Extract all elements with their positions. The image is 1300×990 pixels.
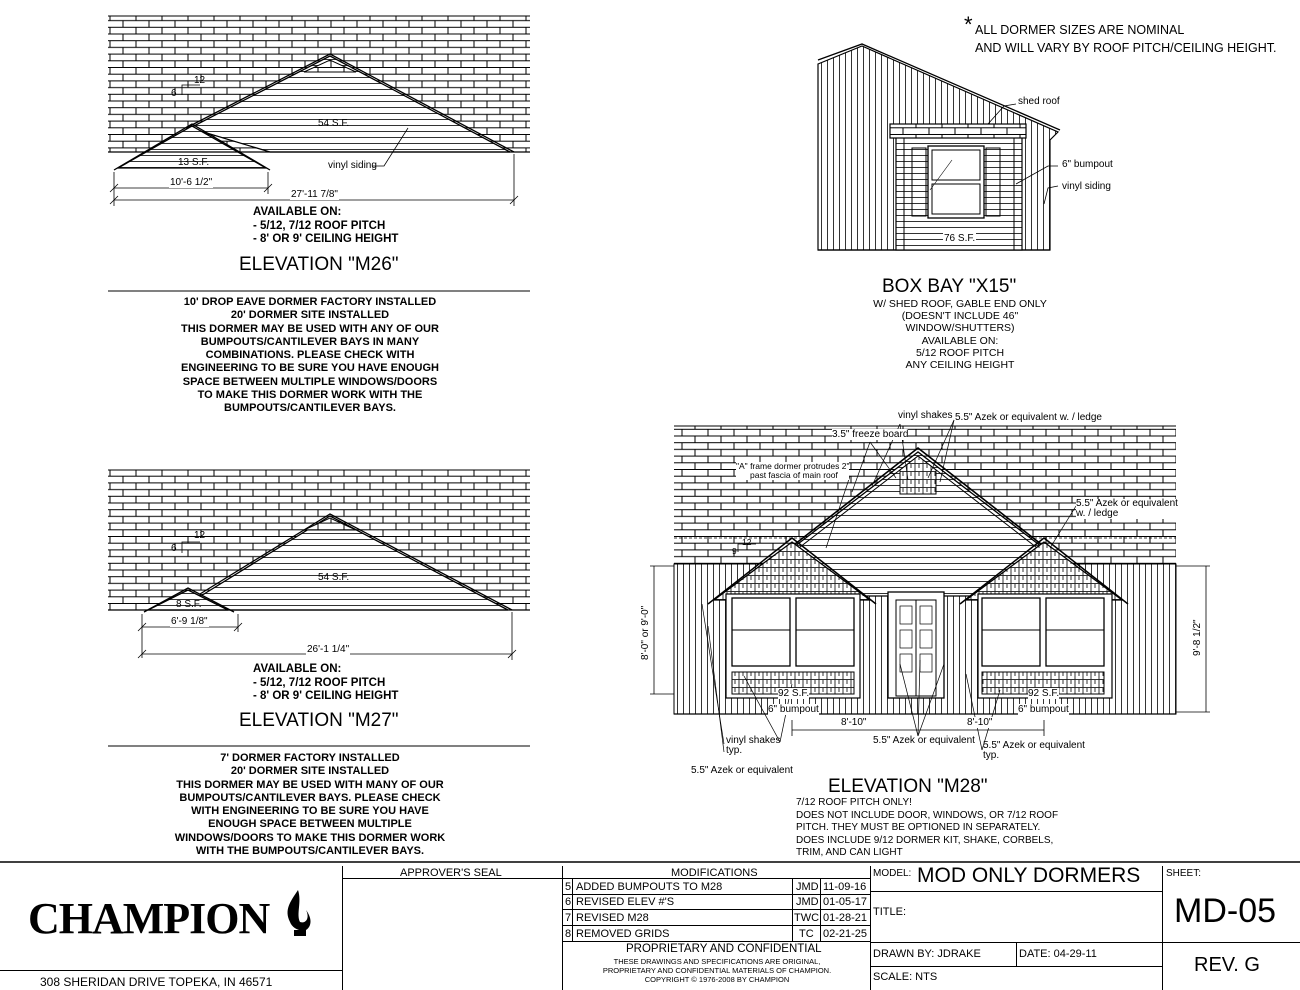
m27-pitch-run: 12	[194, 530, 206, 541]
nominal-note: ALL DORMER SIZES ARE NOMINAL AND WILL VA…	[975, 23, 1277, 55]
m28-dim-right-height: 9'-8 1/2"	[1192, 619, 1203, 656]
m27-drawing	[108, 469, 530, 747]
modifications-header: MODIFICATIONS	[671, 867, 758, 879]
m28-bumpout-right: 6" bumpout	[1018, 704, 1069, 715]
model-value: MOD ONLY DORMERS	[917, 864, 1141, 887]
m28-label-azek-typ: 5.5" Azek or equivalent typ.	[983, 740, 1085, 761]
m28-area-left: 92 S.F.	[778, 688, 810, 699]
m28-drawing	[650, 419, 1210, 753]
sheet-value: MD-05	[1174, 892, 1277, 930]
x15-label-shed: shed roof	[1018, 96, 1060, 107]
drawn-by: DRAWN BY: JDRAKE	[873, 948, 981, 960]
m26-dim-total: 27'-11 7/8"	[290, 189, 339, 200]
m28-label-azek-bottom-left: 5.5" Azek or equivalent	[691, 765, 793, 776]
m28-dim-left-width: 8'-10"	[840, 717, 868, 728]
sheet-label: SHEET:	[1166, 868, 1202, 879]
proprietary-lines: THESE DRAWINGS AND SPECIFICATIONS ARE OR…	[602, 957, 832, 984]
m28-bumpout-left: 6" bumpout	[768, 704, 819, 715]
m26-dim-small: 10'-6 1/2"	[169, 177, 214, 188]
m28-dim-right-width: 8'-10"	[966, 717, 994, 728]
m26-drawing	[108, 15, 530, 292]
asterisk: *	[964, 12, 973, 37]
m28-notes: 7/12 ROOF PITCH ONLY! DOES NOT INCLUDE D…	[796, 797, 1059, 858]
revision: REV. G	[1194, 954, 1260, 976]
m26-pitch-run: 12	[194, 75, 206, 86]
m27-area-main: 54 S.F.	[318, 572, 350, 583]
m27-pitch-rise: 6	[171, 543, 177, 554]
champion-logo: CHAMPION	[28, 894, 270, 943]
flame-icon	[287, 890, 311, 936]
company-address: 308 SHERIDAN DRIVE TOPEKA, IN 46571	[40, 975, 273, 989]
x15-label-bumpout: 6" bumpout	[1062, 159, 1113, 170]
x15-area: 76 S.F.	[943, 233, 977, 244]
m28-label-frame: "A" frame dormer protrudes 2" past fasci…	[736, 461, 850, 480]
model-label: MODEL:	[873, 868, 912, 879]
m28-pitch-run: 12	[742, 537, 752, 547]
m26-pitch-rise: 6	[171, 88, 177, 99]
m28-label-azek-ledge-top: 5.5" Azek or equivalent w. / ledge	[955, 412, 1102, 423]
m26-available: AVAILABLE ON: - 5/12, 7/12 ROOF PITCH - …	[253, 206, 399, 245]
m27-title: ELEVATION "M27"	[239, 710, 399, 731]
m27-dim-total: 26'-1 1/4"	[306, 644, 351, 655]
m27-area-small: 8 S.F.	[176, 599, 202, 610]
m28-label-shakes-typ: vinyl shakes typ.	[726, 735, 781, 756]
m28-label-shakes-top: vinyl shakes	[898, 410, 953, 421]
m28-label-freeze: 3.5" freeze board	[832, 429, 909, 440]
m28-title: ELEVATION "M28"	[828, 776, 988, 797]
title-label: TITLE:	[873, 906, 907, 918]
m28-label-azek-center: 5.5" Azek or equivalent	[873, 735, 975, 746]
x15-notes: W/ SHED ROOF, GABLE END ONLY (DOESN'T IN…	[873, 298, 1047, 372]
drawing-scale: SCALE: NTS	[873, 971, 938, 983]
m26-area-small: 13 S.F.	[178, 157, 210, 168]
m27-dim-small: 6'-9 1/8"	[170, 616, 209, 627]
m26-title: ELEVATION "M26"	[239, 254, 399, 275]
proprietary-title: PROPRIETARY AND CONFIDENTIAL	[626, 943, 822, 955]
m28-pitch-rise: 9	[732, 546, 737, 556]
x15-title: BOX BAY "X15"	[882, 276, 1017, 297]
m26-area-main: 54 S.F.	[318, 118, 350, 129]
m28-dim-left-height: 8'-0" or 9'-0"	[640, 605, 651, 660]
m28-area-right: 92 S.F.	[1028, 688, 1060, 699]
x15-label-siding: vinyl siding	[1062, 181, 1111, 192]
drawing-date: DATE: 04-29-11	[1019, 948, 1097, 960]
x15-drawing	[817, 43, 1061, 251]
m27-available: AVAILABLE ON: - 5/12, 7/12 ROOF PITCH - …	[253, 663, 399, 702]
m28-label-azek-ledge-right: 5.5" Azek or equivalent w. / ledge	[1076, 498, 1178, 519]
m27-notes: 7' DORMER FACTORY INSTALLED 20' DORMER S…	[174, 752, 446, 858]
m26-label-siding: vinyl siding	[328, 160, 377, 171]
approvers-seal: APPROVER'S SEAL	[400, 867, 502, 879]
m26-notes: 10' DROP EAVE DORMER FACTORY INSTALLED 2…	[181, 296, 439, 415]
